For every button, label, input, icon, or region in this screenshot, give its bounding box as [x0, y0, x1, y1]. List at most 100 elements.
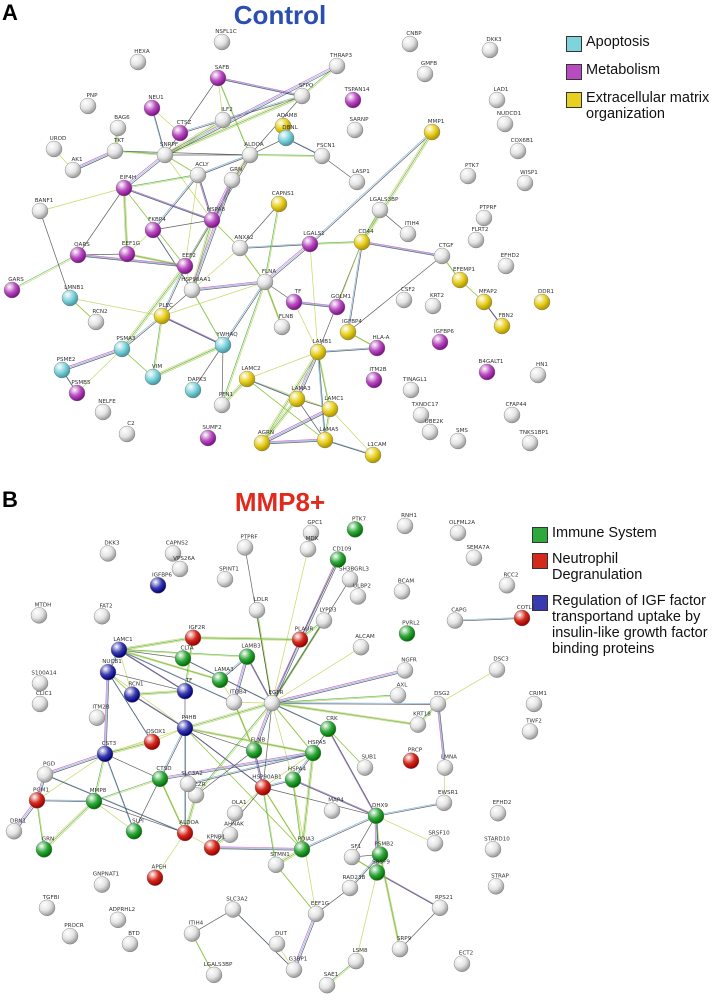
- node-krt18[interactable]: KRT18: [409, 712, 431, 733]
- node-sema7a[interactable]: SEMA7A: [465, 545, 490, 566]
- node-cnbp[interactable]: CNBP: [401, 31, 422, 53]
- node-ewsr1[interactable]: EWSR1: [435, 790, 458, 812]
- node-rcc2[interactable]: RCC2: [498, 572, 518, 594]
- node-sms[interactable]: SMS: [449, 428, 468, 450]
- node-prcp[interactable]: PRCP: [402, 748, 423, 769]
- node-ect2[interactable]: ECT2: [453, 951, 473, 972]
- node-hla-a[interactable]: HLA-A: [368, 335, 390, 357]
- node-txndc17[interactable]: TXNDC17: [411, 402, 439, 424]
- node-btd[interactable]: BTD: [121, 931, 140, 953]
- node-dapk3[interactable]: DAPK3: [184, 377, 207, 399]
- node-safb[interactable]: SAFB: [209, 65, 229, 87]
- node-srp9[interactable]: SRP9: [391, 936, 412, 958]
- node-igf2r[interactable]: IGF2R: [184, 625, 205, 646]
- node-eef1g[interactable]: EEF1G: [307, 901, 329, 923]
- node-ube2k[interactable]: UBE2K: [421, 419, 444, 441]
- node-psmb5[interactable]: PSMB5: [68, 380, 91, 402]
- node-pdia3[interactable]: PDIA3: [293, 836, 315, 858]
- node-ctsd[interactable]: CTSD: [151, 766, 172, 787]
- node-p4hb[interactable]: P4HB: [176, 715, 197, 737]
- node-slc3a2[interactable]: SLC3A2: [224, 897, 248, 918]
- node-lsm8[interactable]: LSM8: [347, 948, 368, 970]
- node-dhx9[interactable]: DHX9: [367, 803, 388, 824]
- node-qars[interactable]: QARS: [69, 242, 90, 264]
- node-rnh1[interactable]: RNH1: [396, 513, 417, 535]
- node-stard10[interactable]: STARD10: [484, 836, 510, 858]
- node-igfbp6[interactable]: IGFBP6: [431, 329, 454, 351]
- node-lmna[interactable]: LMNA: [436, 755, 457, 776]
- node-mmp1[interactable]: MMP1: [423, 119, 445, 141]
- node-lamb1[interactable]: LAMB1: [309, 339, 332, 361]
- node-rad23b[interactable]: RAD23B: [341, 875, 366, 897]
- node-gnpnat1[interactable]: GNPNAT1: [93, 872, 120, 893]
- node-krt2[interactable]: KRT2: [424, 293, 444, 315]
- node-aldoa[interactable]: ALDOA: [176, 820, 199, 842]
- node-s100a14[interactable]: S100A14: [31, 670, 57, 692]
- node-cst3[interactable]: CST3: [96, 741, 117, 763]
- node-ptprf[interactable]: PTPRF: [236, 534, 258, 556]
- node-flnb[interactable]: FLNB: [245, 737, 265, 759]
- node-ptk7[interactable]: PTK7: [346, 516, 366, 538]
- node-anxa2[interactable]: ANXA2: [231, 235, 254, 257]
- node-lamc1[interactable]: LAMC1: [321, 396, 344, 418]
- node-vim[interactable]: VIM: [144, 364, 162, 386]
- node-axl[interactable]: AXL: [389, 682, 408, 704]
- node-rcn1[interactable]: RCN1: [123, 682, 144, 703]
- node-tgfbi[interactable]: TGFBI: [38, 895, 60, 916]
- node-lgals1[interactable]: LGALS1: [301, 231, 325, 253]
- node-procr[interactable]: PROCR: [61, 923, 84, 945]
- node-urod[interactable]: UROD: [45, 136, 66, 158]
- node-lamb3[interactable]: LAMB3: [238, 644, 261, 665]
- node-ddr1[interactable]: DDR1: [533, 289, 554, 311]
- node-hspa5[interactable]: HSPA5: [304, 740, 327, 762]
- node-pgm1[interactable]: PGM1: [28, 787, 49, 809]
- node-lgals3bp[interactable]: LGALS3BP: [204, 962, 233, 984]
- node-mmp8[interactable]: MMP8: [85, 788, 107, 810]
- node-sumf2[interactable]: SUMF2: [199, 425, 222, 447]
- node-capg[interactable]: CAPG: [446, 608, 467, 629]
- node-psmb2[interactable]: PSMB2: [371, 841, 394, 863]
- node-eif4h[interactable]: EIF4H: [115, 175, 136, 197]
- node-dbnl[interactable]: DBNL: [277, 125, 299, 147]
- node-tnks1bp1[interactable]: TNKS1BP1: [518, 430, 549, 452]
- node-dbn1[interactable]: DBN1: [5, 818, 26, 840]
- node-hexa[interactable]: HEXA: [129, 49, 150, 71]
- node-agrn[interactable]: AGRN: [253, 430, 274, 452]
- node-hsp90aa1[interactable]: HSP90AA1: [181, 277, 211, 299]
- node-crim1[interactable]: CRIM1: [525, 691, 547, 713]
- node-qsox1[interactable]: QSOX1: [143, 729, 166, 751]
- node-cd44[interactable]: CD44: [353, 229, 374, 251]
- node-lama5[interactable]: LAMA5: [316, 427, 339, 449]
- node-twf2[interactable]: TWF2: [521, 719, 542, 740]
- node-sh3bgrl3[interactable]: SH3BGRL3: [339, 566, 369, 588]
- node-olfml2a[interactable]: OLFML2A: [449, 520, 475, 542]
- node-itgb4[interactable]: ITGB4: [225, 689, 247, 711]
- node-ctgf[interactable]: CTGF: [433, 243, 453, 265]
- node-lamc1[interactable]: LAMC1: [110, 637, 133, 659]
- node-sarnp[interactable]: SARNP: [346, 117, 369, 139]
- node-bag6[interactable]: BAG6: [109, 115, 130, 137]
- node-alcam[interactable]: ALCAM: [352, 634, 375, 656]
- node-lgals3bp[interactable]: LGALS3BP: [370, 197, 399, 219]
- node-nucb1[interactable]: NUCB1: [99, 659, 122, 681]
- node-gpc1[interactable]: GPC1: [302, 520, 323, 542]
- node-b4galt1[interactable]: B4GALT1: [479, 359, 504, 381]
- node-lasp1[interactable]: LASP1: [348, 169, 370, 191]
- node-gars[interactable]: GARS: [3, 277, 24, 299]
- node-igfbp6[interactable]: IGFBP6: [149, 572, 172, 594]
- node-plaur[interactable]: PLAUR: [291, 626, 313, 648]
- node-tspan14[interactable]: TSPAN14: [343, 87, 370, 109]
- node-ldlr[interactable]: LDLR: [248, 597, 268, 619]
- node-cd109[interactable]: CD109: [329, 547, 352, 568]
- node-efemp1[interactable]: EFEMP1: [451, 267, 475, 289]
- node-flnb[interactable]: FLNB: [273, 314, 293, 336]
- node-c2[interactable]: C2: [118, 421, 136, 443]
- node-srsf10[interactable]: SRSF10: [426, 830, 450, 852]
- node-ilf2[interactable]: ILF2: [214, 107, 233, 129]
- node-dkk3[interactable]: DKK3: [99, 540, 120, 562]
- node-csf2[interactable]: CSF2: [395, 287, 415, 309]
- node-plec[interactable]: PLEC: [153, 303, 173, 325]
- node-lypd3[interactable]: LYPD3: [315, 608, 337, 629]
- node-snrpf[interactable]: SNRPF: [156, 142, 178, 164]
- node-neu1[interactable]: NEU1: [143, 95, 164, 117]
